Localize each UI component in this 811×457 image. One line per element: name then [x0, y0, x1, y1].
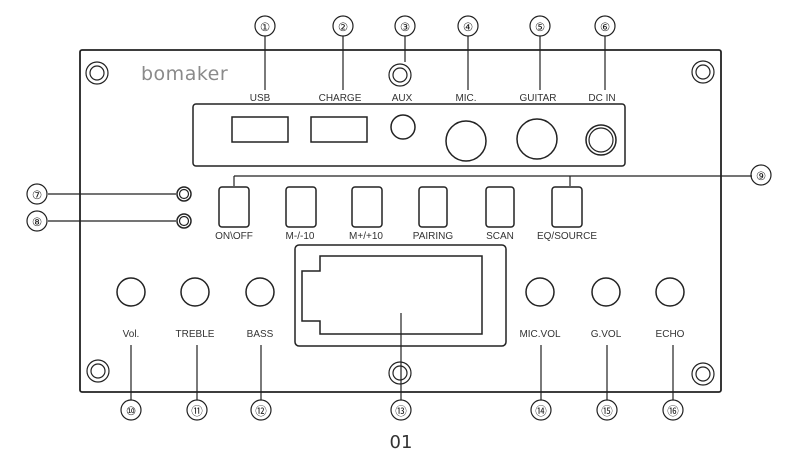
led-7 — [176, 186, 192, 202]
usb-port — [231, 116, 289, 143]
callout-8: ⑧ — [32, 215, 42, 229]
callout-4: ④ — [463, 20, 473, 34]
callout-11: ⑪ — [191, 404, 203, 418]
callout-16: ⑯ — [667, 404, 679, 418]
knob-label-vol: Vol. — [123, 329, 140, 340]
charge-port — [310, 116, 368, 143]
knob-label-treble: TREBLE — [176, 329, 215, 340]
callout-15: ⑮ — [601, 404, 613, 418]
knob-bass — [245, 277, 275, 307]
callout-7: ⑦ — [32, 188, 42, 202]
port-label-charge: CHARGE — [319, 93, 362, 104]
callout-13: ⑬ — [395, 404, 407, 418]
knob-echo — [655, 277, 685, 307]
page-number: 01 — [390, 432, 413, 453]
guitar-jack — [516, 118, 558, 160]
screw-top-center — [388, 63, 412, 87]
button-label-scan: SCAN — [486, 231, 514, 242]
port-label-guitar: GUITAR — [519, 93, 556, 104]
screw-bottom-right — [691, 362, 715, 386]
knob-label-g-vol: G.VOL — [591, 329, 622, 340]
knob-treble — [180, 277, 210, 307]
button-label-prev: M-/-10 — [286, 231, 315, 242]
aux-jack — [390, 114, 416, 140]
button-label-on-off: ON\OFF — [215, 231, 253, 242]
port-label-mic: MIC. — [455, 93, 476, 104]
knob-label-bass: BASS — [247, 329, 274, 340]
port-housing — [192, 103, 626, 167]
dc-in-jack — [585, 124, 617, 156]
port-label-aux: AUX — [392, 93, 413, 104]
callout-5: ⑤ — [535, 20, 545, 34]
button-pairing — [418, 186, 448, 228]
button-prev — [285, 186, 317, 228]
knob-g-vol — [591, 277, 621, 307]
callout-14: ⑭ — [535, 404, 547, 418]
callout-9: ⑨ — [756, 169, 766, 183]
knob-mic-vol — [525, 277, 555, 307]
display-screen — [301, 255, 483, 335]
callout-2: ② — [338, 20, 348, 34]
brand-logo: bomaker — [141, 63, 228, 85]
port-label-usb: USB — [250, 93, 271, 104]
callout-3: ③ — [400, 20, 410, 34]
screw-top-left — [85, 61, 109, 85]
button-eq-source — [551, 186, 583, 228]
button-label-next: M+/+10 — [349, 231, 383, 242]
knob-label-mic-vol: MIC.VOL — [519, 329, 561, 340]
button-label-pairing: PAIRING — [413, 231, 454, 242]
port-label-dc-in: DC IN — [588, 93, 615, 104]
mic-jack — [445, 120, 487, 162]
knob-vol — [116, 277, 146, 307]
knob-label-echo: ECHO — [656, 329, 685, 340]
button-on-off — [218, 186, 250, 228]
callout-1: ① — [260, 20, 270, 34]
callout-12: ⑫ — [255, 404, 267, 418]
screw-bottom-left — [86, 359, 110, 383]
button-next — [351, 186, 383, 228]
led-8 — [176, 213, 192, 229]
screw-bottom-center — [388, 361, 412, 385]
callout-6: ⑥ — [600, 20, 610, 34]
button-label-eq-source: EQ/SOURCE — [537, 231, 597, 242]
callout-10: ⑩ — [126, 404, 136, 418]
screw-top-right — [691, 60, 715, 84]
button-scan — [485, 186, 515, 228]
